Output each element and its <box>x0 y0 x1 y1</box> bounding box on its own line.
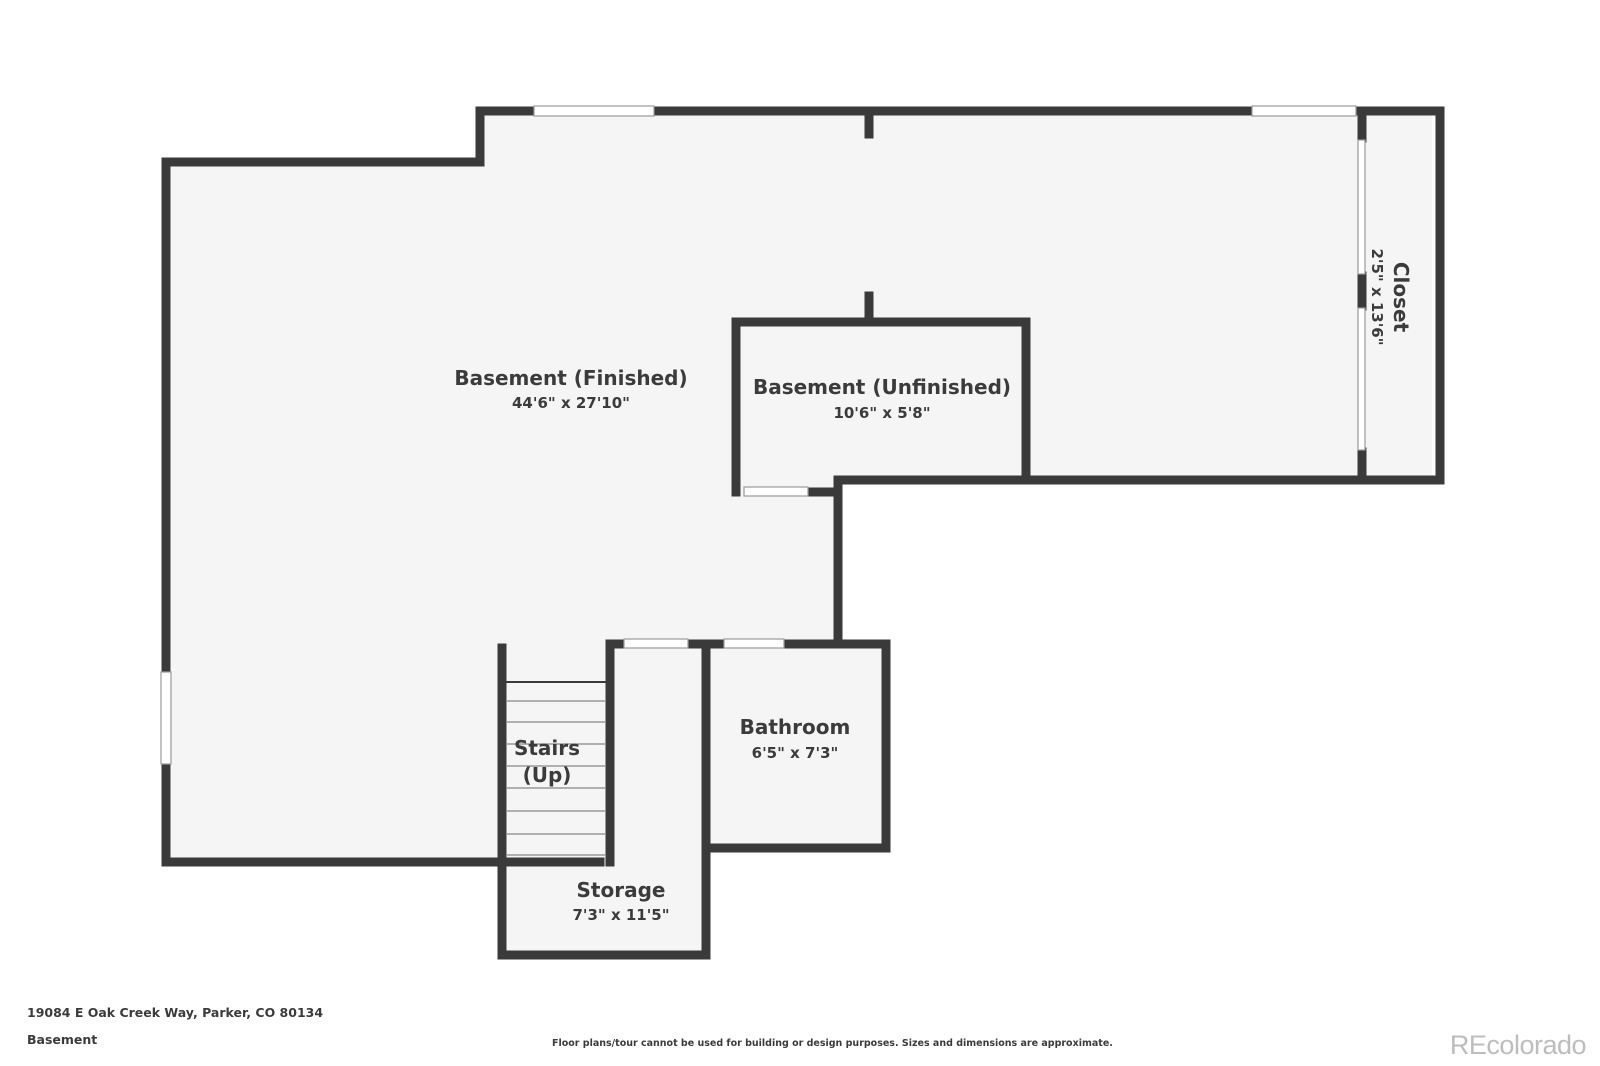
room-dims-bathroom: 6'5" x 7'3" <box>752 744 839 762</box>
brand-watermark: REcolorado <box>1449 1030 1587 1060</box>
room-dims-closet: 2'5" x 13'6" <box>1368 248 1386 345</box>
room-dims-basement-unfinished: 10'6" x 5'8" <box>833 404 930 422</box>
room-label-bathroom: Bathroom <box>740 715 851 739</box>
room-dims-basement-finished: 44'6" x 27'10" <box>512 394 630 412</box>
window-left <box>160 671 172 765</box>
window-top-right <box>1251 105 1357 117</box>
room-label-stairs: Stairs <box>514 736 580 760</box>
room-label-stairs-up: (Up) <box>523 763 572 787</box>
closet-door-lower <box>1357 307 1366 451</box>
room-label-closet: Closet <box>1389 262 1413 333</box>
stairs-wall-right <box>605 639 627 867</box>
bathroom-door <box>723 638 785 649</box>
floor-area <box>166 114 1432 955</box>
unfinished-room-wall <box>731 317 1031 497</box>
window-top-left <box>533 105 655 117</box>
closet-door-upper <box>1357 139 1366 275</box>
room-label-basement-finished: Basement (Finished) <box>454 366 687 390</box>
floor-level-label: Basement <box>27 1032 98 1047</box>
exterior-wall <box>161 106 1445 865</box>
bathroom-wall <box>701 639 891 853</box>
room-label-basement-unfinished: Basement (Unfinished) <box>753 375 1011 399</box>
disclaimer-text: Floor plans/tour cannot be used for buil… <box>552 1038 1113 1049</box>
room-label-storage: Storage <box>577 878 666 902</box>
property-address: 19084 E Oak Creek Way, Parker, CO 80134 <box>27 1005 324 1020</box>
unfinished-door <box>743 486 809 497</box>
room-dims-storage: 7'3" x 11'5" <box>572 906 669 924</box>
storage-door <box>623 638 689 649</box>
